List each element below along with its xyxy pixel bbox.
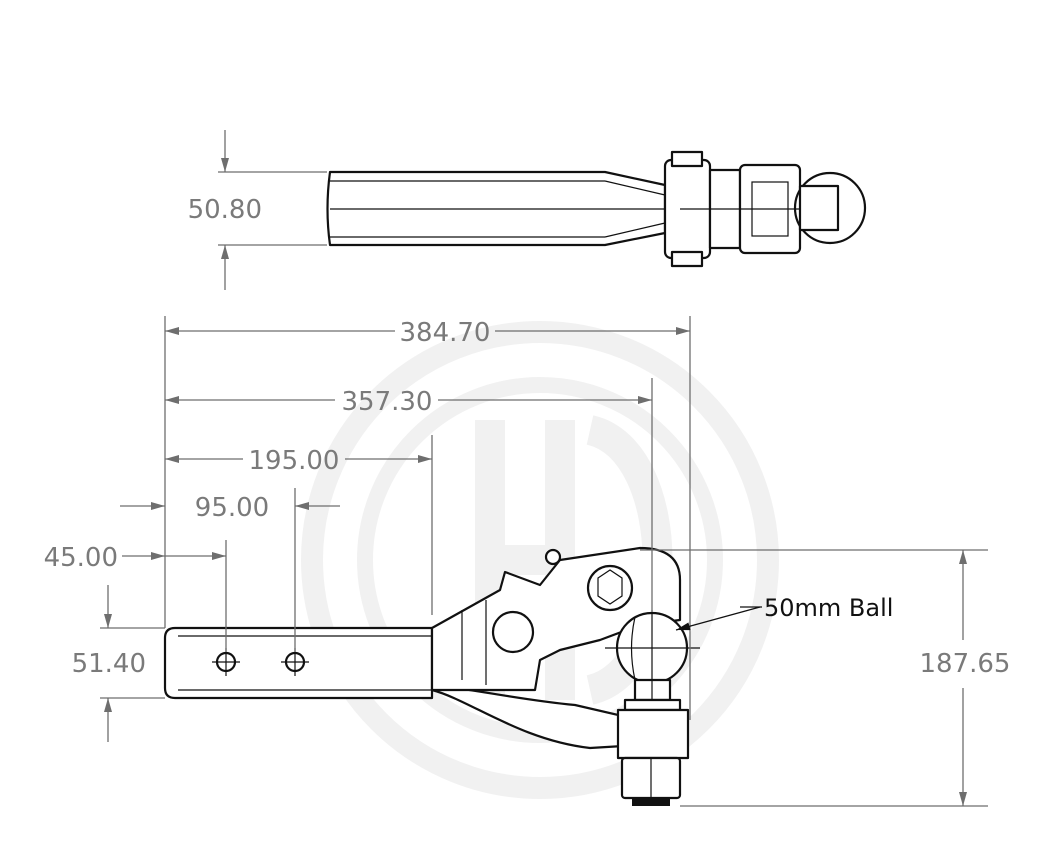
svg-text:45.00: 45.00 (44, 543, 118, 573)
dimension-50-80: 50.80 (188, 130, 327, 290)
dimension-187-65: 187.65 (920, 550, 1011, 806)
dimension-357-30: 357.30 (165, 387, 652, 417)
dimension-195-00: 195.00 (165, 446, 432, 476)
dim-text: 50.80 (188, 195, 262, 225)
svg-text:187.65: 187.65 (920, 649, 1011, 679)
svg-text:95.00: 95.00 (195, 493, 269, 523)
svg-text:357.30: 357.30 (342, 387, 433, 417)
dimension-384-70: 384.70 (165, 318, 690, 348)
hitch-pin-hole (281, 648, 309, 676)
extension-lines (100, 316, 988, 807)
dimension-95-00: 95.00 (120, 493, 340, 523)
svg-text:50mm Ball: 50mm Ball (764, 594, 893, 622)
svg-text:195.00: 195.00 (249, 446, 340, 476)
svg-text:51.40: 51.40 (72, 649, 146, 679)
svg-text:384.70: 384.70 (400, 318, 491, 348)
hitch-pin-hole (212, 648, 240, 676)
side-view (163, 546, 700, 806)
ball-callout: 50mm Ball (675, 594, 893, 631)
dimension-51-40: 51.40 (72, 585, 146, 742)
dimension-45-00: 45.00 (44, 543, 226, 573)
top-view (326, 150, 867, 268)
